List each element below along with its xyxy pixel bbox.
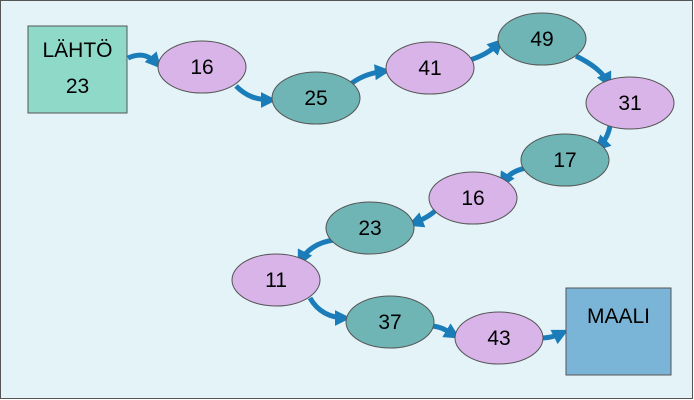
node-2-value: 25 xyxy=(304,87,327,110)
node-9-value: 11 xyxy=(265,269,287,292)
node-7-value: 16 xyxy=(461,187,484,210)
node-6: 17 xyxy=(520,133,610,187)
node-4-value: 49 xyxy=(530,28,553,51)
node-4-shape xyxy=(497,12,587,66)
node-8-value: 23 xyxy=(358,217,381,240)
node-5-shape xyxy=(585,76,675,130)
arrow-node-9-to-node-10 xyxy=(307,296,351,326)
node-4: 49 xyxy=(497,12,587,66)
node-7-shape xyxy=(428,171,518,225)
arrow-node-1-to-node-2 xyxy=(234,84,277,108)
node-10: 37 xyxy=(345,295,435,349)
node-2: 25 xyxy=(271,71,361,125)
start-value: 23 xyxy=(66,75,89,98)
node-9-shape xyxy=(231,253,321,307)
arrow-node-7-to-node-8 xyxy=(407,208,438,228)
start-box-shape xyxy=(27,25,128,114)
node-6-value: 17 xyxy=(553,149,576,172)
node-10-shape xyxy=(345,295,435,349)
node-1: 16 xyxy=(157,40,247,94)
node-11-shape xyxy=(454,311,544,365)
node-11-value: 43 xyxy=(487,327,510,350)
node-5-value: 31 xyxy=(618,92,641,115)
node-11: 43 xyxy=(454,311,544,365)
end-label: MAALI xyxy=(587,305,650,328)
end-box-shape xyxy=(565,287,672,376)
node-10-value: 37 xyxy=(378,311,401,334)
node-3-value: 41 xyxy=(418,57,441,80)
node-1-value: 16 xyxy=(190,56,213,79)
number-nodes: 16 25 41 49 31 17 16 23 xyxy=(157,12,675,365)
start-box: LÄHTÖ 23 xyxy=(27,25,128,114)
node-3-shape xyxy=(385,41,475,95)
node-2-shape xyxy=(271,71,361,125)
node-8-shape xyxy=(325,201,415,255)
arrow-node-3-to-node-4 xyxy=(469,38,504,63)
node-1-shape xyxy=(157,40,247,94)
start-label: LÄHTÖ xyxy=(42,39,112,62)
node-7: 16 xyxy=(428,171,518,225)
node-3: 41 xyxy=(385,41,475,95)
node-9: 11 xyxy=(231,253,321,307)
end-box: MAALI xyxy=(565,287,672,376)
arrow-start-to-node-1 xyxy=(127,51,162,69)
node-6-shape xyxy=(520,133,610,187)
node-5: 31 xyxy=(585,76,675,130)
node-8: 23 xyxy=(325,201,415,255)
